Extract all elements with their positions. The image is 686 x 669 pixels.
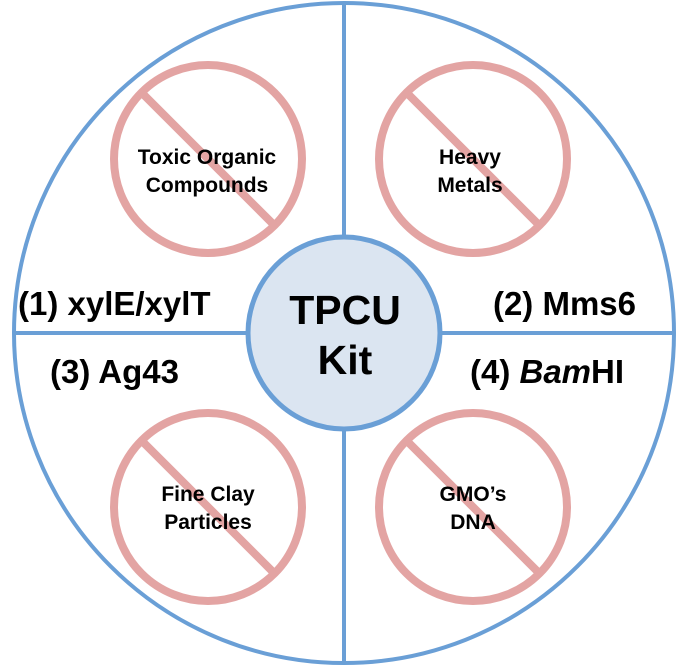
center-title-line1: TPCU xyxy=(289,287,401,333)
center-circle xyxy=(245,234,443,432)
ban-text-toxic-line2: Compounds xyxy=(146,174,268,197)
ban-text-metals-line2: Metals xyxy=(437,174,502,197)
quadrant-label-xyle-xylt: (1) xylE/xylT xyxy=(18,285,211,322)
center-title-line2: Kit xyxy=(318,337,373,383)
ban-text-toxic-line1: Toxic Organic xyxy=(138,146,277,169)
ban-text-clay-line2: Particles xyxy=(164,511,252,534)
ban-text-metals-line1: Heavy xyxy=(439,146,501,169)
ban-symbol-gmo-dna xyxy=(375,409,571,605)
quadrant-label-mms6: (2) Mms6 xyxy=(493,285,636,322)
quadrant-label-bamhi: (4) BamHI xyxy=(470,353,624,390)
ban-text-clay-line1: Fine Clay xyxy=(161,483,255,506)
ban-symbol-fine-clay xyxy=(110,409,306,605)
quadrant-label-bamhi-italic: Bam xyxy=(520,353,592,390)
ban-text-gmo-line2: DNA xyxy=(450,511,496,534)
ban-text-gmo-line1: GMO’s xyxy=(440,483,507,506)
quadrant-label-bamhi-suffix: HI xyxy=(591,353,624,390)
ban-symbol-heavy-metals xyxy=(375,61,571,257)
quadrant-label-bamhi-prefix: (4) xyxy=(470,353,520,390)
quadrant-label-ag43: (3) Ag43 xyxy=(50,353,179,390)
ban-symbol-toxic-organic xyxy=(110,61,306,257)
